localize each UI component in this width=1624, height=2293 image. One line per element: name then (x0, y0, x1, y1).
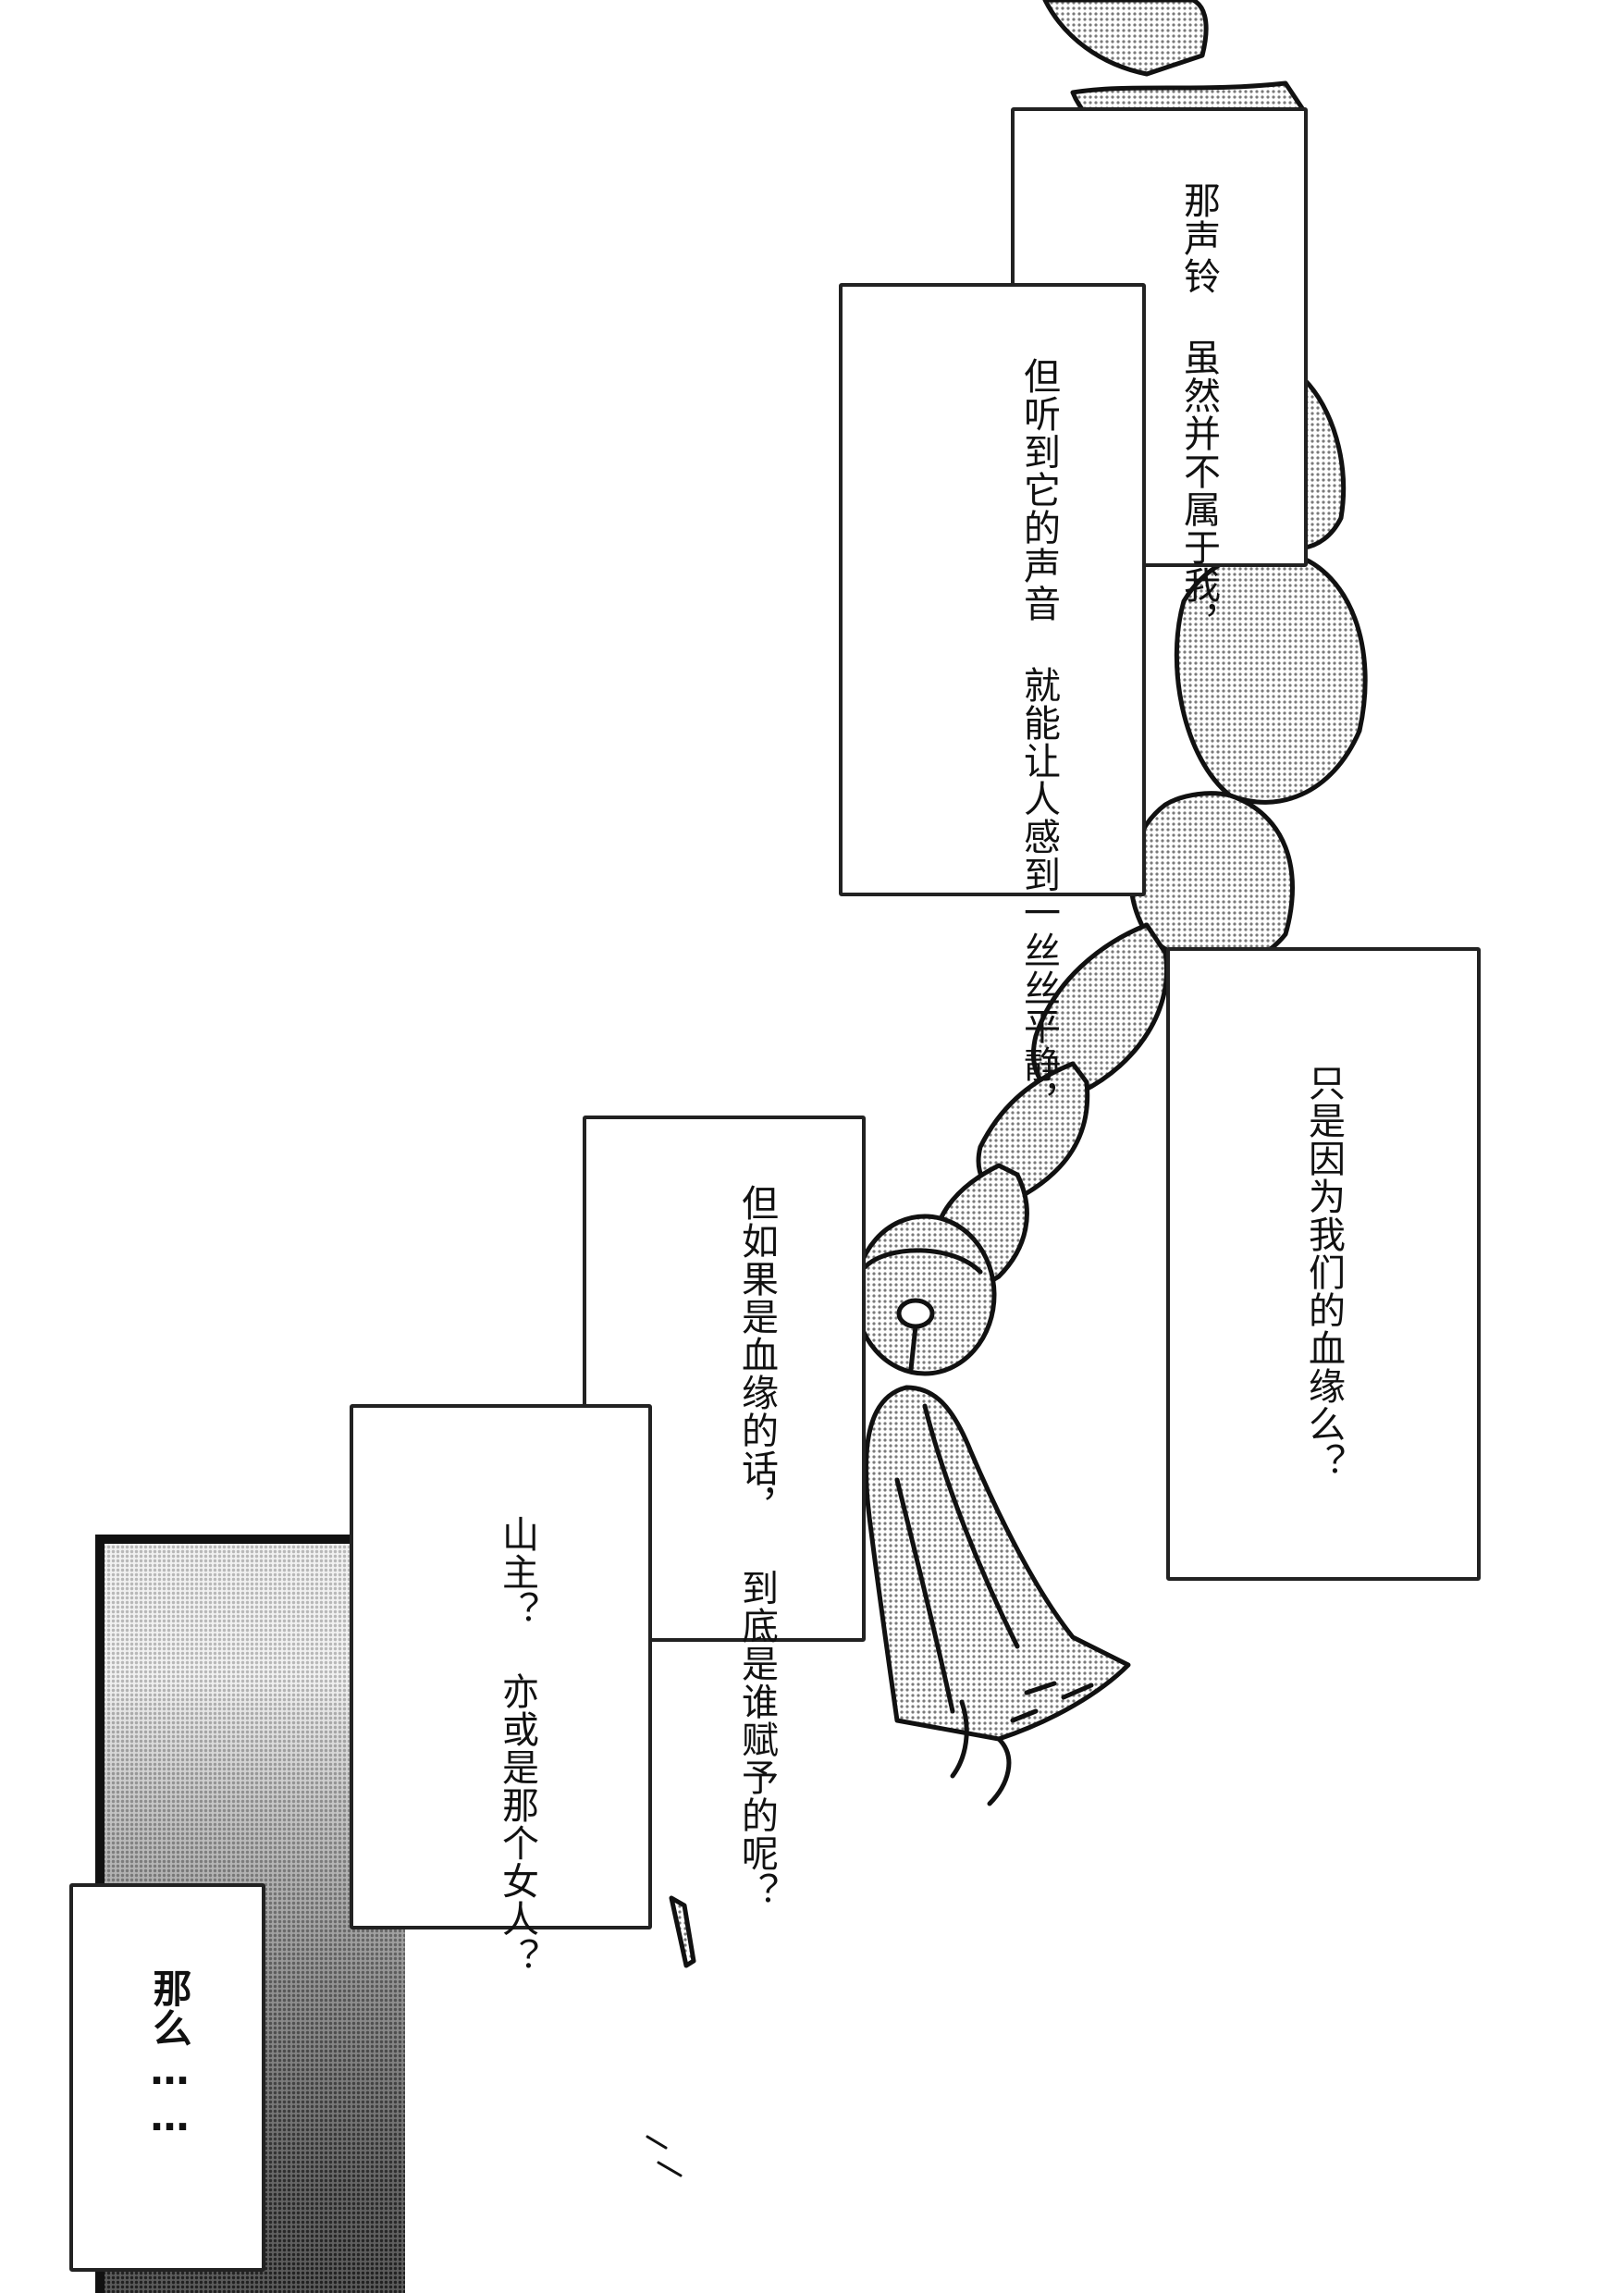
caption-1-line-1: 那声铃 (1177, 181, 1220, 295)
caption-box-5: 山主？ 亦或是那个女人？ (350, 1404, 652, 1976)
caption-box-6: 那么…… (69, 1883, 265, 2272)
caption-6-line-1: 那么…… (147, 1968, 192, 2140)
caption-5-line-2: 亦或是那个女人？ (496, 1672, 538, 1976)
caption-box-2: 但听到它的声音 就能让人感到一丝丝平静， (839, 283, 1146, 1121)
caption-4-line-1: 但如果是血缘的话， (735, 1184, 778, 1525)
caption-5-line-1: 山主？ (496, 1515, 538, 1629)
caption-5-text: 山主？ 亦或是那个女人？ (491, 1515, 543, 1976)
caption-6-text: 那么…… (143, 1968, 195, 2140)
caption-3-text: 只是因为我们的血缘么？ (1298, 1064, 1349, 1481)
caption-2-line-1: 但听到它的声音 (1017, 357, 1060, 623)
caption-1-line-2: 虽然并不属于我， (1177, 339, 1220, 642)
caption-4-text: 但如果是血缘的话， 到底是谁赋予的呢？ (731, 1184, 782, 1910)
caption-box-3: 只是因为我们的血缘么？ (1166, 947, 1481, 1581)
caption-1-text: 那声铃 虽然并不属于我， (1173, 181, 1224, 642)
caption-4-line-2: 到底是谁赋予的呢？ (735, 1569, 778, 1910)
caption-2-text: 但听到它的声音 就能让人感到一丝丝平静， (1013, 357, 1064, 1121)
caption-2-line-2: 就能让人感到一丝丝平静， (1017, 666, 1060, 1121)
caption-3-line-1: 只是因为我们的血缘么？ (1302, 1064, 1345, 1481)
